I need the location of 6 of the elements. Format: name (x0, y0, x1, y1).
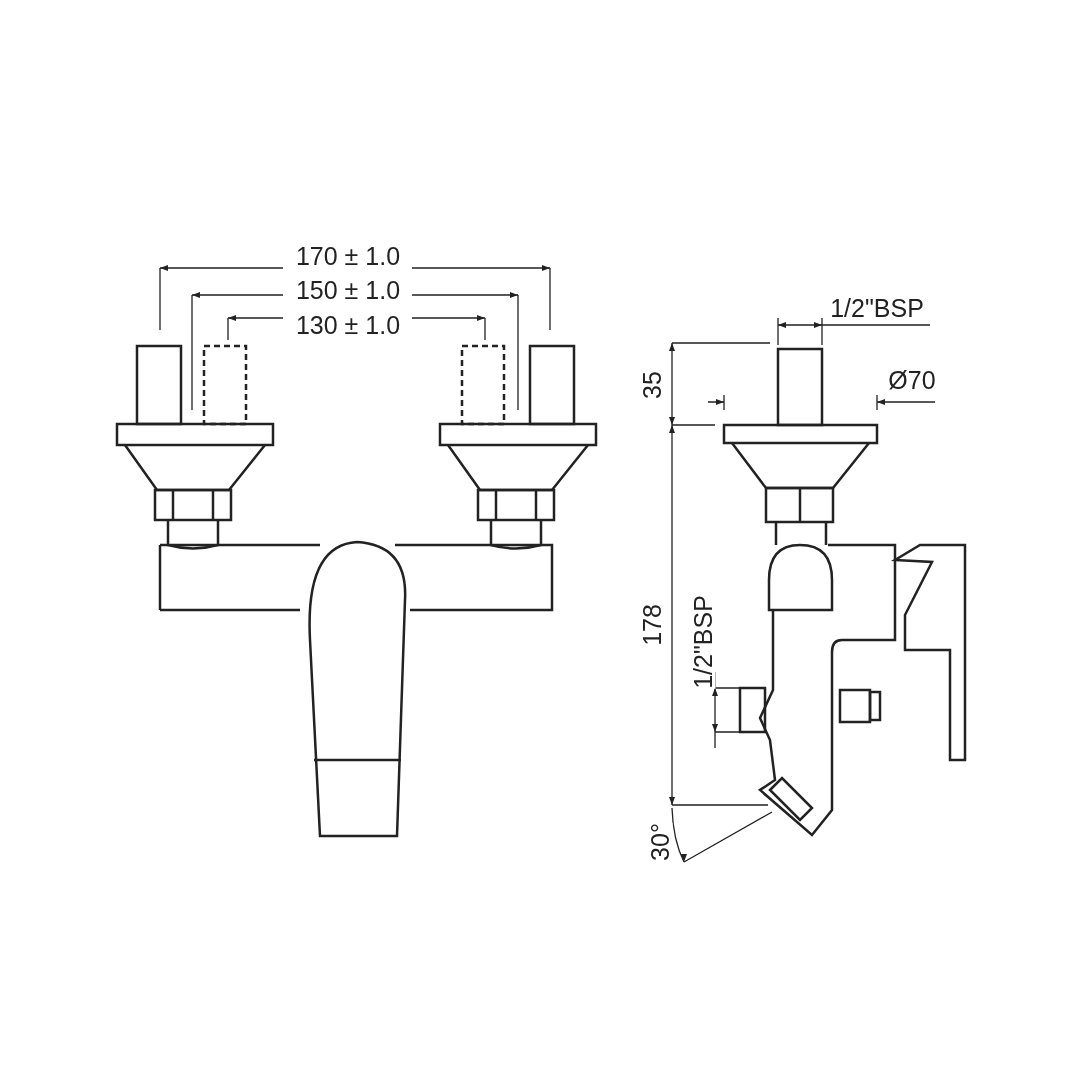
dimension-label: 170 ± 1.0 (295, 243, 401, 269)
dimension-label: 1/2"BSP (690, 595, 716, 689)
dimension-label: 1/2"BSP (830, 295, 924, 321)
dimension-label: Ø70 (888, 367, 936, 393)
dimension-label: 150 ± 1.0 (295, 277, 401, 303)
dimension-label: 130 ± 1.0 (295, 312, 401, 338)
